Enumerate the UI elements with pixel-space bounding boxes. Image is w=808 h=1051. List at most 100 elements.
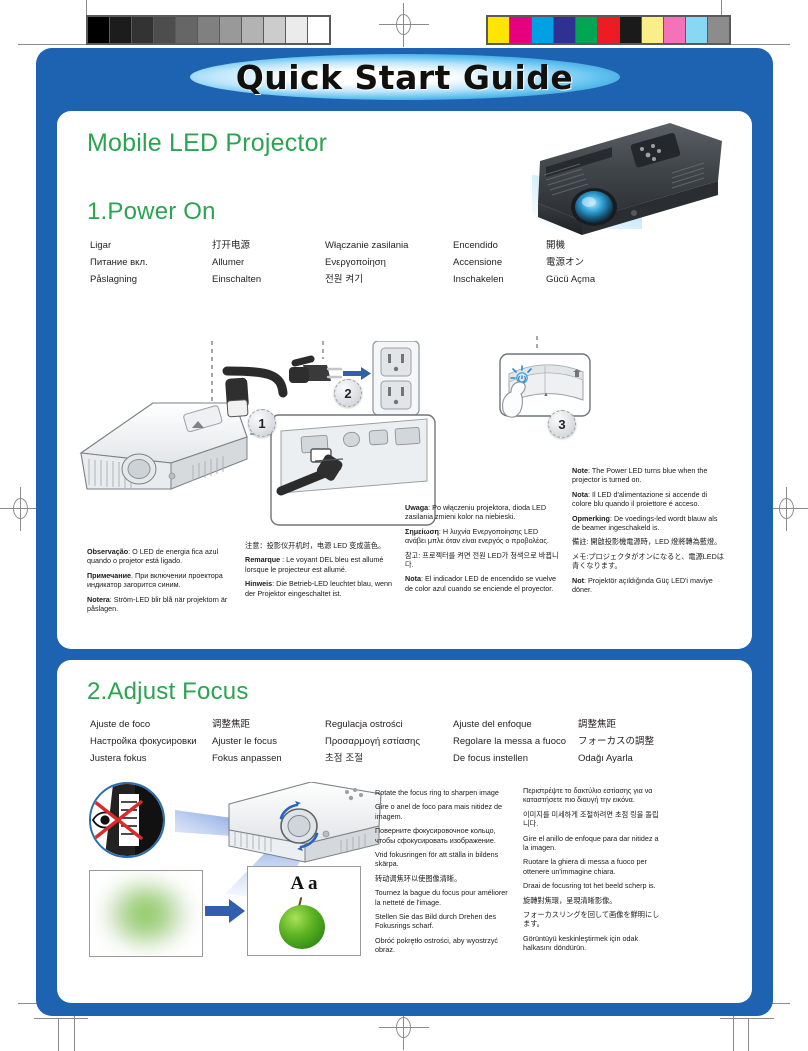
- instruction-line: Gire el anillo de enfoque para dar nitid…: [523, 833, 659, 853]
- swatch-3: [554, 17, 575, 43]
- language-label: Настройка фокусировки: [90, 736, 197, 747]
- swatch-2: [532, 17, 553, 43]
- callout-3: 3: [548, 410, 576, 438]
- language-label: Påslagning: [90, 274, 138, 285]
- swatch-5: [198, 17, 219, 43]
- color-calibration-strip: [486, 15, 731, 45]
- note-paragraph: 참고: 프로젝터를 켜면 전원 LED가 청색으로 바뀝니다.: [405, 550, 559, 570]
- callout-2: 2: [334, 379, 362, 407]
- instruction-line: フォーカスリングを回して画像を鮮明にします。: [523, 910, 660, 929]
- transform-arrow-icon: [205, 898, 245, 924]
- swatch-6: [220, 17, 241, 43]
- language-label: Odağı Ayarla: [578, 753, 633, 764]
- grayscale-calibration-strip: [86, 15, 331, 45]
- registration-mark-right: [762, 487, 808, 531]
- note-paragraph: Note: The Power LED turns blue when the …: [572, 466, 708, 485]
- language-label: Accensione: [453, 257, 503, 268]
- sample-text: A a: [290, 873, 318, 894]
- note-paragraph: Notera: Ström-LED blir blå när projektor…: [87, 594, 228, 614]
- instruction-line: Gire o anel de foco para mais nitidez de…: [375, 802, 503, 821]
- sharp-image-sample: A a: [247, 866, 361, 956]
- language-label: 電源オン: [546, 257, 585, 268]
- language-label: 開機: [546, 240, 566, 251]
- instruction-line: Draai de focusring tot het beeld scherp …: [523, 881, 656, 891]
- swatch-1: [510, 17, 531, 43]
- note-paragraph: Nota: Il LED d'alimentazione si accende …: [572, 489, 708, 509]
- language-label: 전원 켜기: [325, 274, 363, 285]
- swatch-0: [88, 17, 109, 43]
- swatch-7: [242, 17, 263, 43]
- language-label: Justera fokus: [90, 753, 147, 764]
- language-label: Allumer: [212, 257, 245, 268]
- swatch-7: [642, 17, 663, 43]
- apple-icon: [279, 905, 325, 949]
- language-label: Ajuste del enfoque: [453, 719, 532, 730]
- language-label: Włączanie zasilania: [325, 240, 409, 251]
- focus-instructions-column-2: Περιστρέψτε το δακτύλιο εστίασης για να …: [523, 786, 661, 958]
- projector-hero-image: [522, 117, 737, 237]
- page-title: Quick Start Guide: [235, 57, 574, 97]
- instruction-line: Vrid fokusringen för att ställa in bilde…: [375, 850, 499, 869]
- language-label: Einschalten: [212, 274, 262, 285]
- instruction-line: Поверните фокусировочное кольцо, чтобы с…: [375, 826, 496, 845]
- svg-text:▲: ▲: [543, 392, 549, 398]
- swatch-9: [686, 17, 707, 43]
- power-note-column-4: Note: The Power LED turns blue when the …: [572, 466, 724, 599]
- focus-language-grid: Ajuste de foco 调整焦距 Regulacja ostrości Ajus…: [90, 716, 696, 767]
- note-paragraph: Hinweis: Die Betrieb-LED leuchtet blau, …: [245, 579, 393, 598]
- section-focus-title: 2.Adjust Focus: [87, 678, 249, 705]
- language-label: Питание вкл.: [90, 257, 148, 268]
- note-paragraph: メモ:プロジェクタがオンになると、電源LEDは青くなります。: [572, 551, 724, 571]
- power-note-column-2: 注意：投影仪开机时，电源 LED 变成蓝色。 Remarque : Le voya…: [245, 541, 397, 603]
- swatch-1: [110, 17, 131, 43]
- title-glow: [189, 54, 620, 100]
- swatch-2: [132, 17, 153, 43]
- note-paragraph: Observação: O LED de energia fica azul q…: [87, 547, 219, 566]
- power-button-diagram: ▲ 3: [487, 336, 602, 441]
- instruction-line: Tournez la bague du focus pour améliorer…: [375, 888, 508, 907]
- power-language-grid: Ligar 打开电源 Włączanie zasilania Encendido 開機 П…: [90, 237, 666, 288]
- instruction-line: Rotate the focus ring to sharpen image: [375, 788, 499, 797]
- note-paragraph: 注意：投影仪开机时，电源 LED 变成蓝色。: [245, 541, 386, 550]
- registration-mark-bottom: [379, 1006, 429, 1050]
- swatch-4: [576, 17, 597, 43]
- power-note-column-1: Observação: O LED de energia fica azul q…: [87, 547, 237, 618]
- registration-mark-left: [0, 487, 46, 531]
- section-power-title: 1.Power On: [87, 198, 216, 225]
- language-label: Ligar: [90, 240, 112, 251]
- note-paragraph: Uwaga: Po włączeniu projektora, dioda LE…: [405, 503, 547, 522]
- note-paragraph: Σημείωση: Η λυχνία Ενεργοποίησης LED ανά…: [405, 526, 549, 546]
- note-paragraph: Nota: El indicador LED de encendido se v…: [405, 574, 557, 593]
- swatch-8: [664, 17, 685, 43]
- focus-ring-diagram: [79, 781, 399, 902]
- language-label: Προσαρμογή εστίασης: [325, 736, 420, 747]
- language-label: 打开电源: [212, 240, 251, 251]
- section-power-on: Mobile LED Projector: [57, 111, 752, 649]
- note-paragraph: Remarque : Le voyant DEL bleu est allumé…: [245, 555, 384, 574]
- language-label: Ενεργοποίηση: [325, 257, 386, 268]
- swatch-0: [488, 17, 509, 43]
- note-paragraph: 備註: 開啟投影機電源時，LED 燈將轉為藍燈。: [572, 537, 722, 547]
- instruction-line: Stellen Sie das Bild durch Drehen des Fo…: [375, 912, 497, 931]
- power-note-column-3: Uwaga: Po włączeniu projektora, dioda LE…: [405, 503, 560, 598]
- language-label: 调整焦距: [212, 719, 251, 730]
- title-band: Quick Start Guide: [36, 48, 773, 106]
- language-label: フォーカスの調整: [578, 736, 655, 747]
- swatch-10: [308, 17, 329, 43]
- instruction-line: 旋轉對焦環，呈現清晰影像。: [523, 895, 617, 905]
- guide-page-frame: Quick Start Guide Mobile LED Projector: [36, 48, 773, 1016]
- swatch-5: [598, 17, 619, 43]
- language-label: Regolare la messa a fuoco: [453, 736, 567, 747]
- note-paragraph: Примечание. При включении проектора инди…: [87, 570, 223, 590]
- language-label: 초점 조절: [325, 753, 363, 764]
- language-label: Ajuste de foco: [90, 719, 151, 730]
- instruction-line: Ruotare la ghiera di messa a fuoco per o…: [523, 857, 647, 876]
- language-label: 調整焦距: [578, 719, 617, 730]
- product-name: Mobile LED Projector: [87, 129, 328, 157]
- language-label: Encendido: [453, 240, 498, 251]
- note-paragraph: Not: Projektör açıldığında Güç LED'i mav…: [572, 575, 713, 595]
- language-label: Regulacja ostrości: [325, 719, 403, 730]
- language-label: Gücü Açma: [546, 274, 596, 285]
- section-adjust-focus: 2.Adjust Focus Ajuste de foco 调整焦距 Regulac…: [57, 660, 752, 1003]
